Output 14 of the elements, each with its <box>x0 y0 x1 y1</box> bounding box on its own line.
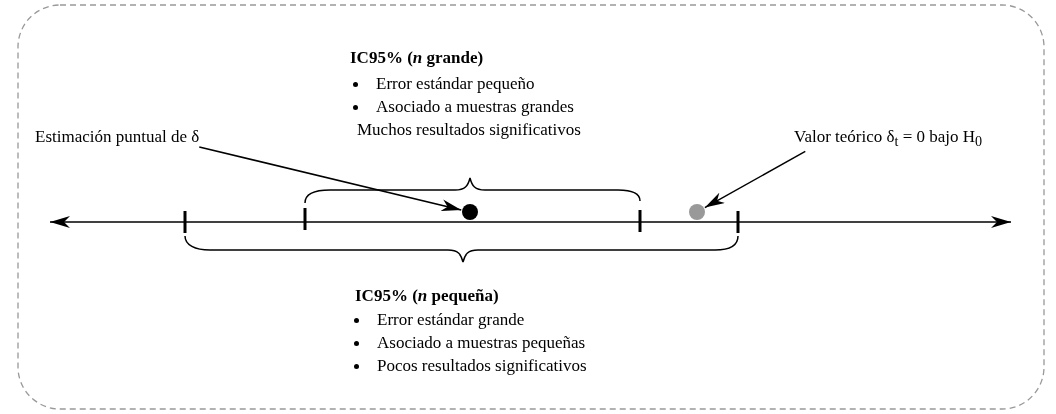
point-marker <box>462 204 478 220</box>
leader-arrow <box>198 146 462 212</box>
leader-arrow <box>704 150 807 209</box>
note-text: Muchos resultados significativos <box>357 120 581 140</box>
interval-heading: IC95% (n pequeña) <box>355 286 499 306</box>
bullet-text: Asociado a muestras grandes <box>376 97 574 117</box>
point-marker <box>689 204 705 220</box>
bullet-text: Asociado a muestras pequeñas <box>377 333 586 353</box>
interval-heading: IC95% (n grande) <box>350 48 484 68</box>
bullet-text: Error estándar pequeño <box>376 74 535 94</box>
bullet-text: Error estándar grande <box>377 310 525 330</box>
bullet-text: Pocos resultados significativos <box>377 356 587 376</box>
callout-label: Estimación puntual de δ <box>35 127 200 147</box>
callout-label: Valor teórico δ$_{t}$ = 0 bajo H$_{0}$ <box>794 127 983 152</box>
